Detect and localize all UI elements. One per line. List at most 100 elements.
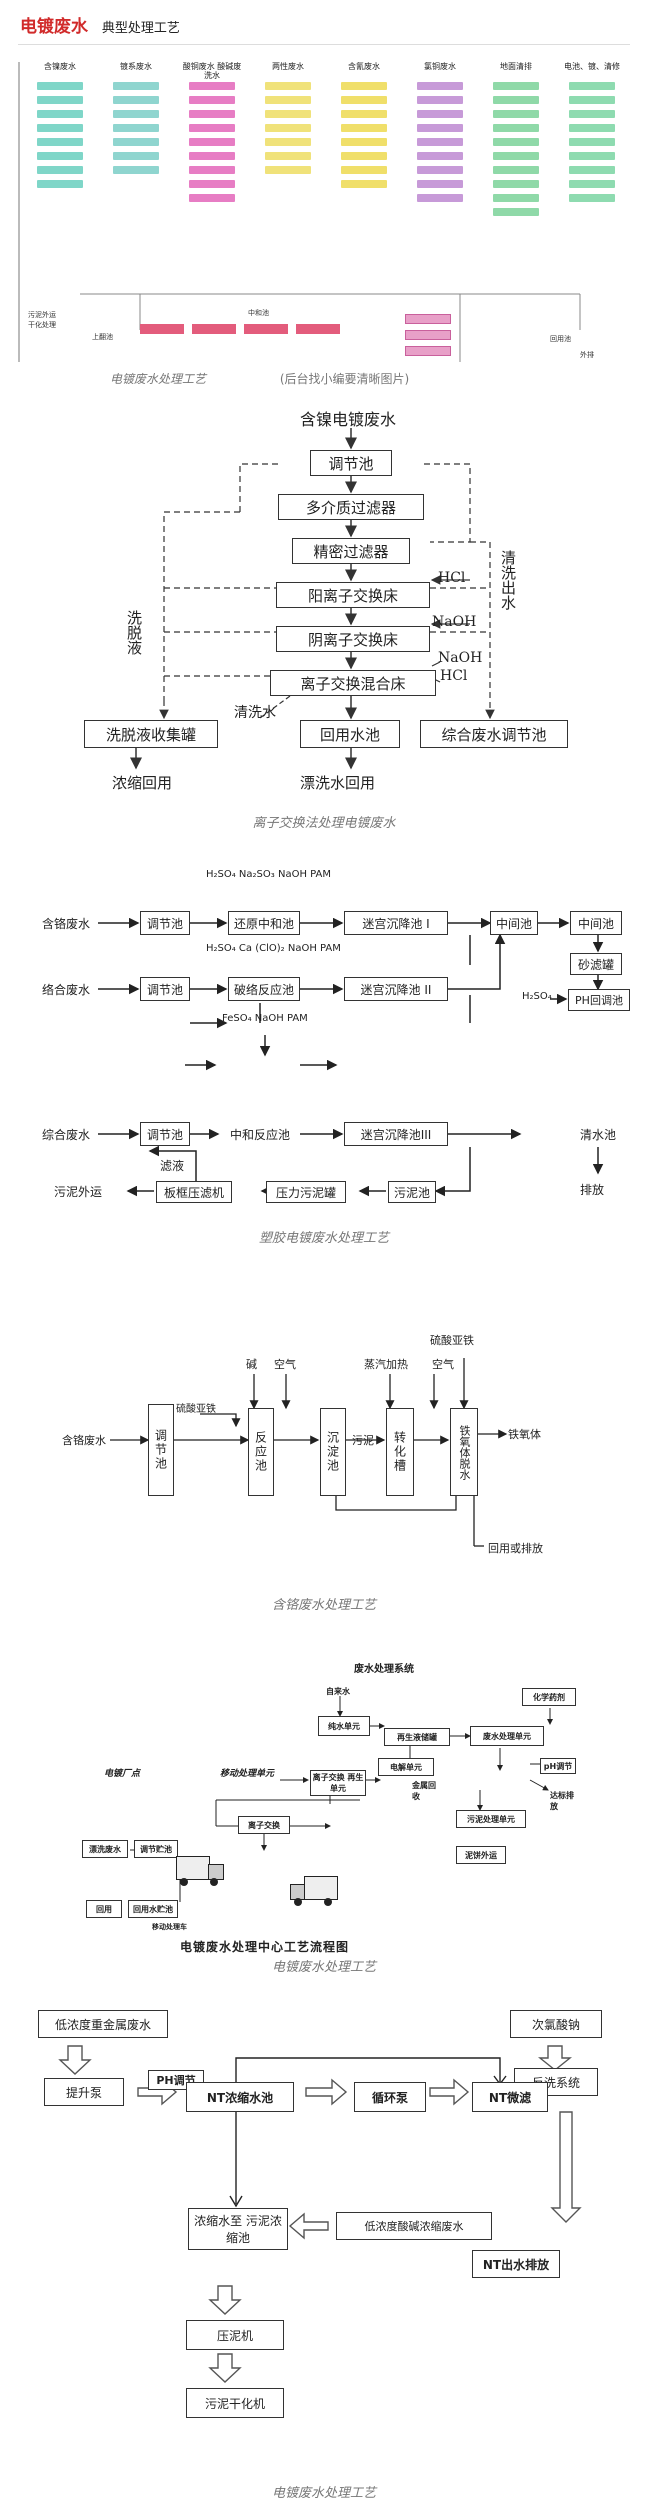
center-ph: pH调节 — [540, 1758, 576, 1774]
overview-step-box — [569, 138, 615, 146]
ion-reuse-tank: 回用水池 — [300, 720, 400, 748]
ion-anion-bed: 阴离子交换床 — [276, 626, 430, 652]
overview-column-title: 镀系废水 — [120, 62, 152, 71]
overview-step-box — [113, 110, 159, 118]
plastic-r2-breaking: 破络反应池 — [228, 977, 300, 1001]
nt-caption: 电镀废水处理工艺 — [271, 2486, 376, 2501]
ion-hcl-2: HCl — [440, 668, 468, 684]
overview-bar-3 — [244, 324, 288, 334]
plastic-r1-mid-1: 中间池 — [490, 911, 538, 935]
ion-clean-water-label: 清洗水 — [234, 705, 276, 721]
plastic-h2so4: H₂SO₄ — [522, 991, 552, 1002]
chromium-connectors — [110, 1358, 508, 1547]
plastic-r1-reduction: 还原中和池 — [228, 911, 300, 935]
ion-exchange-connectors — [130, 428, 495, 770]
truck-icon-2 — [290, 1876, 338, 1906]
section-treatment-center: 废水处理系统 自来水 纯水单元 再生液储罐 化学药剂 电解单元 废水处理单元 离… — [0, 1640, 648, 1975]
chromium-air-2: 空气 — [432, 1358, 454, 1371]
overview-note-a: 上翻池 — [92, 333, 113, 341]
center-rinse-wastewater: 漂洗废水 — [82, 1840, 128, 1858]
center-sludge-out: 泥饼外运 — [456, 1846, 506, 1864]
overview-step-box — [493, 124, 539, 132]
overview-step-box — [265, 96, 311, 104]
overview-step-box — [417, 138, 463, 146]
overview-column-title: 酸铜废水 酸碱废洗水 — [182, 62, 242, 80]
chromium-reactor: 反应池 — [248, 1408, 274, 1496]
plastic-clear-water: 清水池 — [570, 1122, 626, 1146]
overview-step-box — [493, 152, 539, 160]
ion-hcl-1: HCl — [438, 570, 466, 586]
overview-note-d: 外排 — [580, 351, 594, 359]
overview-step-box — [113, 166, 159, 174]
overview-step-box — [189, 110, 235, 118]
overview-step-box — [569, 96, 615, 104]
overview-column: 两性废水 — [256, 62, 320, 180]
center-printed-caption: 电镀废水处理中心工艺流程图 — [180, 1940, 350, 1954]
nt-microfilter: NT微滤 — [472, 2082, 548, 2112]
chromium-reuse: 回用或排放 — [488, 1542, 543, 1555]
overview-bar-2 — [192, 324, 236, 334]
ion-multimedia-filter: 多介质过滤器 — [278, 494, 424, 520]
plastic-r2-regulating: 调节池 — [140, 977, 190, 1001]
overview-step-box — [569, 82, 615, 90]
chromium-sulfate: 硫酸亚铁 — [430, 1334, 474, 1347]
overview-step-box — [493, 194, 539, 202]
overview-column: 含镍废水 — [28, 62, 92, 194]
plastic-r3-neutral: 中和反应池 — [220, 1122, 300, 1146]
overview-step-box — [493, 96, 539, 104]
overview-step-box — [189, 82, 235, 90]
plastic-r3-regulating: 调节池 — [140, 1122, 190, 1146]
overview-step-box — [417, 124, 463, 132]
center-electrolysis: 电解单元 — [378, 1758, 434, 1776]
overview-step-box — [417, 180, 463, 188]
overview-step-box — [569, 124, 615, 132]
nt-dryer: 污泥干化机 — [186, 2388, 284, 2418]
overview-column: 电池、镀、清修 — [560, 62, 624, 208]
nt-low-acid: 低浓度酸碱浓缩废水 — [336, 2212, 492, 2240]
center-plant: 电镀厂点 — [104, 1769, 141, 1779]
overview-step-box — [341, 138, 387, 146]
overview-caption-left: 电镀废水处理工艺 — [110, 372, 207, 386]
overview-column: 氯铜废水 — [408, 62, 472, 208]
overview-pill-3 — [405, 346, 451, 356]
section-plastic-plating: H₂SO₄ Na₂SO₃ NaOH PAM 含铬废水 调节池 还原中和池 迷宫沉… — [0, 855, 648, 1255]
overview-note-f: 干化处理 — [28, 321, 56, 329]
nt-press: 压泥机 — [186, 2320, 284, 2350]
chromium-regulating: 调节池 — [148, 1404, 174, 1496]
center-chemicals: 化学药剂 — [522, 1688, 576, 1706]
plastic-filtrate: 滤液 — [160, 1159, 185, 1173]
overview-step-box — [417, 152, 463, 160]
overview-caption: 电镀废水处理工艺 (后台找小编要清晰图片) — [110, 370, 409, 387]
overview-step-box — [569, 180, 615, 188]
ion-mixed-bed: 离子交换混合床 — [270, 670, 436, 696]
plastic-r1-mid-2: 中间池 — [570, 911, 622, 935]
ion-naoh-1: NaOH — [432, 614, 477, 630]
overview-step-box — [417, 194, 463, 202]
chromium-steam: 蒸汽加热 — [364, 1358, 408, 1371]
overview-column-title: 含镍废水 — [44, 62, 76, 71]
overview-step-box — [265, 152, 311, 160]
center-pure-water: 纯水单元 — [318, 1716, 370, 1736]
chromium-air-1: 空气 — [274, 1358, 296, 1371]
center-caption: 电镀废水处理工艺 — [271, 1960, 376, 1975]
overview-step-box — [265, 138, 311, 146]
ion-eluent-tank: 洗脱液收集罐 — [84, 720, 218, 748]
overview-step-box — [265, 110, 311, 118]
plastic-sludge-pool: 污泥池 — [388, 1181, 436, 1203]
ion-precision-filter: 精密过滤器 — [292, 538, 410, 564]
plastic-r2-settling: 迷宫沉降池 II — [344, 977, 448, 1001]
overview-step-box — [569, 110, 615, 118]
overview-step-box — [341, 124, 387, 132]
overview-step-box — [341, 110, 387, 118]
center-regen-tank: 再生液储罐 — [384, 1728, 450, 1746]
overview-step-box — [417, 166, 463, 174]
overview-step-box — [189, 166, 235, 174]
plastic-sand-filter: 砂滤罐 — [570, 953, 622, 975]
overview-bar-4 — [296, 324, 340, 334]
center-reuse: 回用 — [86, 1900, 122, 1918]
overview-note-e: 污泥外运 — [28, 311, 56, 319]
plastic-reagents-1: H₂SO₄ Na₂SO₃ NaOH PAM — [206, 869, 331, 880]
chromium-alkali: 碱 — [246, 1358, 257, 1371]
overview-step-box — [113, 124, 159, 132]
section-chromium: 含铬废水 调节池 硫酸亚铁 碱 空气 反应池 沉淀池 蒸汽加热 硫酸亚铁 空气 … — [0, 1300, 648, 1620]
